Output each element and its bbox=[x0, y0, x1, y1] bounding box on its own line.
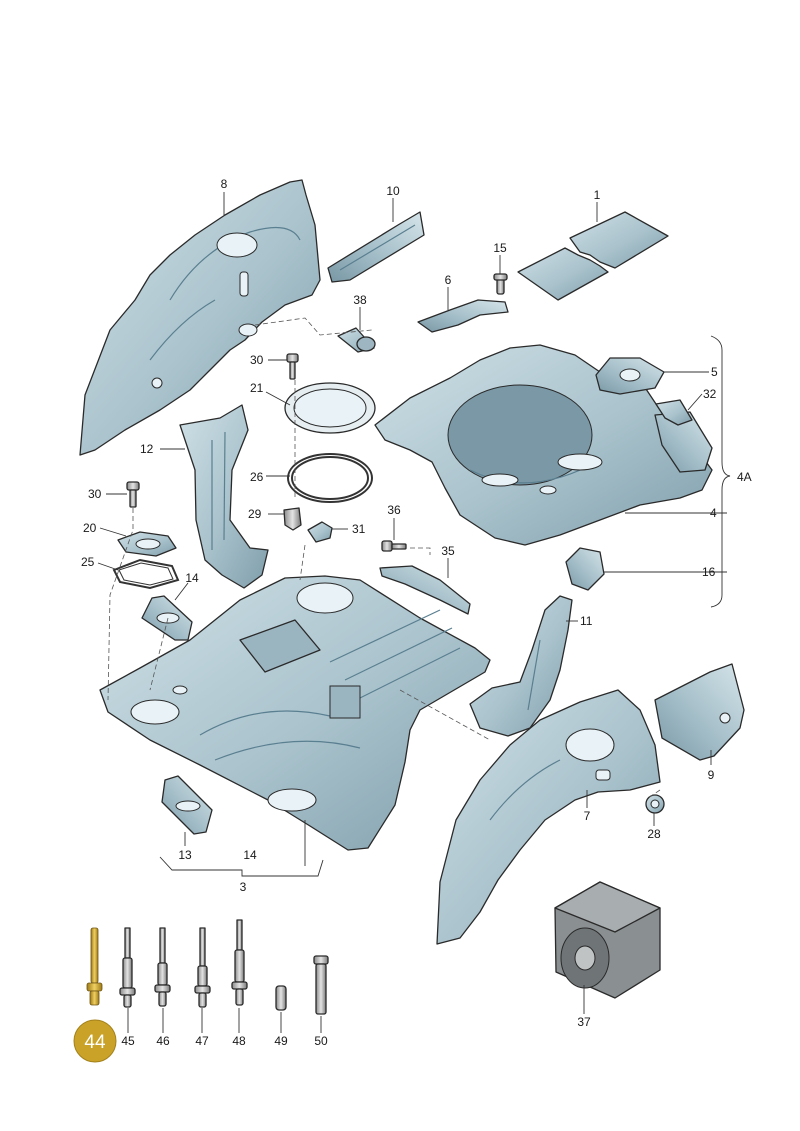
label-45: 45 bbox=[121, 1034, 135, 1048]
label-4A: 4A bbox=[737, 470, 752, 484]
part-8-wheel-housing-left bbox=[79, 179, 321, 456]
label-50: 50 bbox=[314, 1034, 328, 1048]
part-31-clip bbox=[307, 521, 333, 543]
leader-lines bbox=[97, 192, 731, 1033]
part-49-pin bbox=[275, 985, 287, 1011]
part-37-speaker-box bbox=[554, 881, 661, 999]
label-7: 7 bbox=[584, 809, 591, 823]
part-48-stud bbox=[231, 919, 248, 1006]
part-30-bolt-left bbox=[126, 481, 140, 508]
assembly-dashed-lines bbox=[107, 317, 661, 799]
part-47-stud bbox=[194, 927, 211, 1008]
label-30a: 30 bbox=[250, 353, 264, 367]
part-6-bracket bbox=[417, 299, 509, 333]
label-9: 9 bbox=[708, 768, 715, 782]
part-13-plate-lower bbox=[161, 775, 213, 835]
label-29: 29 bbox=[248, 507, 262, 521]
part-3-floor-pan bbox=[99, 575, 491, 851]
label-31: 31 bbox=[352, 522, 366, 536]
label-3: 3 bbox=[240, 880, 247, 894]
part-1-insulation-mats bbox=[517, 211, 669, 301]
part-14-plate-upper bbox=[141, 595, 193, 641]
label-48: 48 bbox=[232, 1034, 246, 1048]
part-15-bolt bbox=[493, 273, 508, 295]
part-50-bolt bbox=[313, 955, 329, 1015]
label-21: 21 bbox=[250, 381, 264, 395]
label-14a: 14 bbox=[185, 571, 199, 585]
label-49: 49 bbox=[274, 1034, 288, 1048]
label-25: 25 bbox=[81, 555, 95, 569]
part-26-ring-seal bbox=[287, 453, 373, 503]
label-14b: 14 bbox=[243, 848, 257, 862]
part-44-stud-highlighted bbox=[86, 927, 103, 1006]
part-4-spare-wheel-well bbox=[374, 344, 713, 546]
part-21-ring-flange bbox=[284, 382, 376, 434]
badge-label: 44 bbox=[84, 1032, 106, 1053]
label-32: 32 bbox=[703, 387, 717, 401]
label-13: 13 bbox=[178, 848, 192, 862]
part-35-rail bbox=[379, 565, 471, 615]
label-47: 47 bbox=[195, 1034, 209, 1048]
part-12-pillar-reinforcement bbox=[179, 404, 269, 589]
label-12: 12 bbox=[140, 442, 154, 456]
label-38: 38 bbox=[353, 293, 367, 307]
part-45-stud bbox=[119, 927, 136, 1008]
part-labels: 8 10 1 15 6 38 30 21 12 26 30 29 31 20 2… bbox=[81, 177, 752, 1048]
label-5: 5 bbox=[711, 365, 718, 379]
label-4: 4 bbox=[710, 506, 717, 520]
label-26: 26 bbox=[250, 470, 264, 484]
label-37: 37 bbox=[577, 1015, 591, 1029]
label-11: 11 bbox=[580, 614, 593, 628]
label-1: 1 bbox=[594, 188, 601, 202]
label-35: 35 bbox=[441, 544, 455, 558]
part-29-grommet bbox=[283, 507, 302, 531]
label-10: 10 bbox=[386, 184, 400, 198]
label-16: 16 bbox=[702, 565, 716, 579]
badge-circle bbox=[73, 1019, 117, 1063]
part-32-clip bbox=[655, 399, 693, 426]
label-20: 20 bbox=[83, 521, 97, 535]
label-30b: 30 bbox=[88, 487, 102, 501]
part-10-sill-strip bbox=[327, 211, 425, 283]
part-46-stud bbox=[154, 927, 171, 1007]
part-16-bracket bbox=[565, 547, 605, 591]
part-28-bushing bbox=[645, 794, 665, 814]
label-15: 15 bbox=[493, 241, 507, 255]
label-6: 6 bbox=[445, 273, 452, 287]
callout-badge-44: 44 bbox=[73, 1019, 117, 1063]
part-7-wheel-housing-right bbox=[436, 689, 661, 945]
label-28: 28 bbox=[647, 827, 661, 841]
label-8: 8 bbox=[221, 177, 228, 191]
part-30-bolt-upper bbox=[286, 353, 299, 380]
part-11-inner-reinforcement bbox=[469, 595, 573, 737]
part-20-gasket bbox=[117, 531, 177, 557]
part-25-gasket-ring bbox=[112, 558, 180, 590]
part-5-bracket bbox=[595, 357, 665, 395]
part-36-screw bbox=[381, 540, 407, 552]
label-46: 46 bbox=[156, 1034, 170, 1048]
part-9-bracket bbox=[654, 663, 745, 761]
label-36: 36 bbox=[387, 503, 401, 517]
part-38-sleeve bbox=[337, 327, 376, 353]
